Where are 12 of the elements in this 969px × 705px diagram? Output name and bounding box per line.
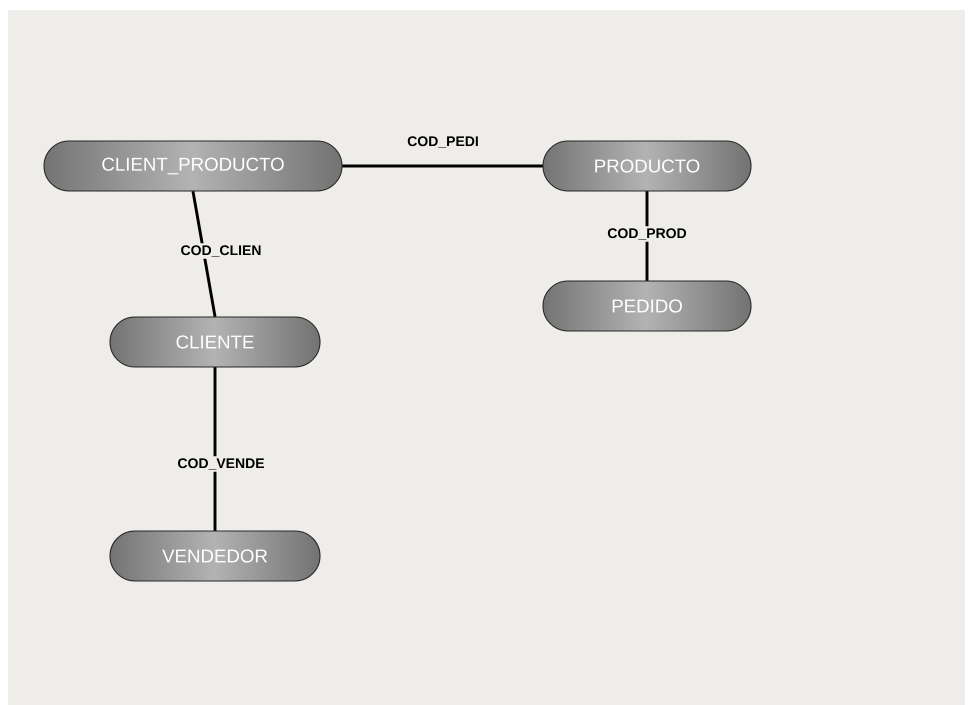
entity-box: CLIENT_PRODUCTO: [43, 140, 343, 192]
entity-box: VENDEDOR: [109, 530, 321, 582]
edge-label: COD_PROD: [605, 226, 689, 242]
edge-label: COD_PEDI: [405, 134, 481, 150]
connector-line: [192, 191, 216, 317]
entity-box: PRODUCTO: [542, 140, 752, 192]
entity-box: CLIENTE: [109, 316, 321, 368]
connector-line: [214, 368, 216, 530]
connector-line: [342, 164, 542, 168]
edge-label: COD_CLIEN: [178, 243, 264, 259]
edge-label: COD_VENDE: [175, 456, 267, 472]
entity-box: PEDIDO: [542, 280, 752, 332]
